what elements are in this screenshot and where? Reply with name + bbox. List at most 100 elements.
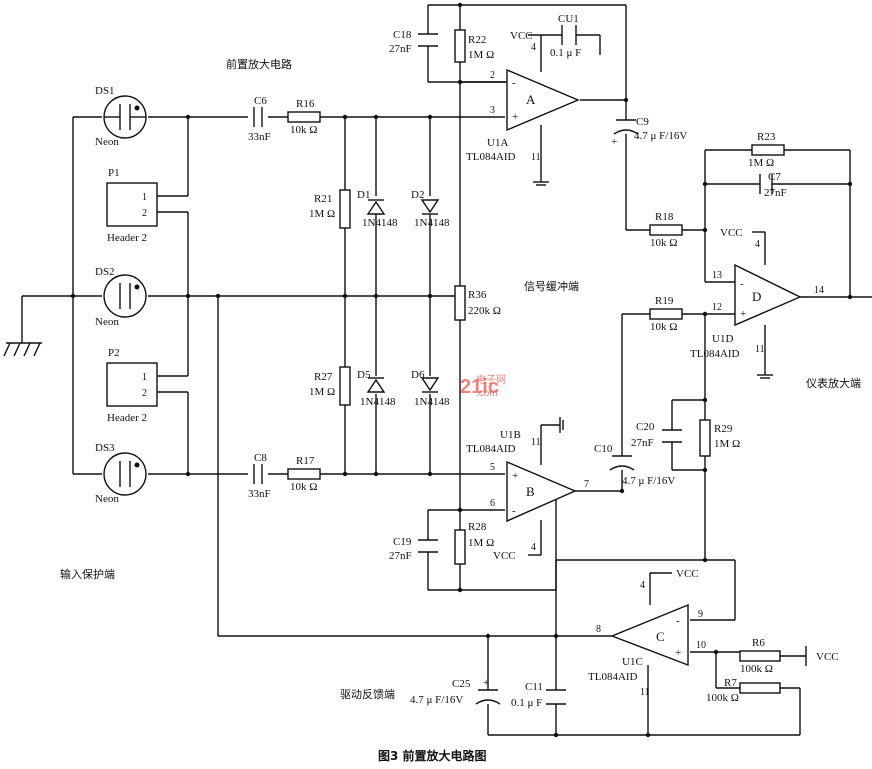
capacitor-c18-ref: C18 (393, 29, 412, 41)
resistor-r29-value: 1M Ω (714, 438, 740, 450)
resistor-r19: R19 10k Ω (649, 295, 683, 333)
capacitor-c9-ref: C9 (636, 116, 649, 128)
capacitor-c8-ref: C8 (254, 452, 267, 464)
neon-ds1-value: Neon (95, 136, 119, 148)
diode-d2-ref: D2 (411, 189, 424, 201)
neon-ds1: DS1 Neon (95, 85, 147, 148)
resistor-r21: R21 1M Ω (309, 189, 351, 229)
ground-icon (559, 417, 564, 433)
capacitor-cu1: CU1 0.1 μ F (550, 13, 581, 59)
capacitor-c20-ref: C20 (636, 421, 655, 433)
diode-d5-value: 1N4148 (360, 396, 396, 408)
diode-d1: D1 1N4148 (357, 189, 398, 229)
header-p2: P2 1 2 Header 2 (106, 347, 158, 424)
resistor-r7: R7 100k Ω (706, 677, 781, 704)
capacitor-c19-ref: C19 (393, 536, 412, 548)
opamp-u1b-part: TL084AID (466, 443, 516, 455)
capacitor-c18-value: 27nF (389, 43, 412, 55)
opamp-u1a-pin-inv: 2 (490, 70, 495, 81)
neon-ds2-ref: DS2 (95, 266, 115, 278)
resistor-r7-ref: R7 (724, 677, 737, 689)
opamp-u1d: D - + 13 12 14 4 11 U1D TL084AID VCC (690, 227, 824, 379)
resistor-r27-value: 1M Ω (309, 386, 335, 398)
section-input-protect: 输入保护端 (60, 567, 115, 581)
capacitor-c20: C20 27nF (631, 421, 682, 449)
capacitor-c10: C10 4.7 μ F/16V (594, 443, 675, 487)
capacitor-c9: + C9 4.7 μ F/16V (611, 116, 687, 148)
capacitor-c25-ref: C25 (452, 678, 471, 690)
opamp-u1c-pin-inv: 9 (698, 609, 703, 620)
neon-ds1-ref: DS1 (95, 85, 115, 97)
resistor-r17-ref: R17 (296, 455, 315, 467)
resistor-r19-ref: R19 (655, 295, 674, 307)
resistor-r28-value: 1M Ω (468, 537, 494, 549)
resistor-r16-ref: R16 (296, 98, 315, 110)
section-inst-amp: 仪表放大端 (806, 376, 861, 390)
capacitor-c7-ref: C7 (768, 171, 781, 183)
diode-d6: D6 1N4148 (411, 369, 450, 408)
opamp-u1d-ref: U1D (712, 333, 733, 345)
capacitor-c9-value: 4.7 μ F/16V (634, 130, 687, 142)
resistor-r36: R36 220k Ω (454, 285, 501, 321)
diode-d2: D2 1N4148 (411, 189, 450, 229)
opamp-u1c-pin-out: 8 (596, 624, 601, 635)
opamp-u1d-pin-vcc: 4 (755, 239, 760, 250)
capacitor-c6: C6 33nF (248, 95, 271, 143)
capacitor-c19-value: 27nF (389, 550, 412, 562)
vcc-r6-label: VCC (816, 651, 839, 663)
resistor-r29-ref: R29 (714, 423, 733, 435)
junctions (70, 2, 853, 738)
capacitor-c11: C11 0.1 μ F (511, 681, 566, 709)
opamp-u1d-sign-noninv: + (740, 308, 746, 320)
resistor-r36-ref: R36 (468, 289, 487, 301)
opamp-u1b-pin-noninv: 5 (490, 462, 495, 473)
resistor-r22-ref: R22 (468, 34, 486, 46)
capacitor-c18: C18 27nF (389, 29, 438, 55)
diode-d6-ref: D6 (411, 369, 425, 381)
opamp-u1a: A - + 2 3 4 11 U1A TL084AID VCC (460, 30, 580, 186)
capacitor-cu1-value: 0.1 μ F (550, 47, 581, 59)
opamp-u1d-vcc: VCC (720, 227, 743, 239)
header-p2-pin1: 1 (142, 372, 147, 383)
capacitor-c8-value: 33nF (248, 488, 271, 500)
resistor-r29: R29 1M Ω (699, 419, 740, 457)
header-p1-ref: P1 (108, 167, 120, 179)
capacitor-c8: C8 33nF (248, 452, 271, 500)
header-p1-value: Header 2 (107, 232, 147, 244)
opamp-u1a-ref: U1A (487, 137, 508, 149)
capacitor-c10-ref: C10 (594, 443, 613, 455)
capacitor-c11-ref: C11 (525, 681, 543, 693)
opamp-u1b-sign-inv: - (512, 505, 516, 517)
neon-ds3-ref: DS3 (95, 442, 115, 454)
header-p1: P1 1 2 Header 2 (106, 167, 158, 244)
opamp-u1a-part: TL084AID (466, 151, 516, 163)
resistor-r23-value: 1M Ω (748, 157, 774, 169)
svg-text:电子网: 电子网 (476, 373, 506, 386)
neon-ds3: DS3 Neon (95, 442, 147, 505)
capacitor-c25-plus: + (483, 677, 489, 689)
opamp-u1b-pin-inv: 6 (490, 498, 495, 509)
capacitor-c6-value: 33nF (248, 131, 271, 143)
section-signal-buffer: 信号缓冲端 (524, 279, 579, 293)
opamp-u1c-pin-gnd: 11 (640, 687, 650, 698)
capacitor-c7-value: 27nF (764, 187, 787, 199)
resistor-r17: R17 10k Ω (287, 455, 321, 493)
opamp-u1d-letter: D (752, 289, 761, 304)
opamp-u1b-ref: U1B (500, 429, 521, 441)
opamp-u1d-pin-inv: 13 (712, 270, 722, 281)
opamp-u1c-sign-inv: - (676, 615, 680, 627)
resistor-r18: R18 10k Ω (649, 211, 683, 249)
watermark-logo: 21ic 电子网 .com (460, 373, 506, 399)
ground-symbol-left (3, 296, 42, 357)
opamp-u1c-ref: U1C (622, 656, 643, 668)
ground-icon (533, 181, 549, 186)
opamp-u1a-letter: A (526, 92, 536, 107)
capacitor-c11-value: 0.1 μ F (511, 697, 542, 709)
resistor-r16-value: 10k Ω (290, 124, 317, 136)
resistor-r18-value: 10k Ω (650, 237, 677, 249)
resistor-r22: R22 1M Ω (454, 29, 494, 63)
resistor-r28-ref: R28 (468, 521, 487, 533)
section-drive-feedback: 驱动反馈端 (340, 688, 395, 701)
opamp-u1a-pin-vcc: 4 (531, 42, 536, 53)
opamp-u1a-pin-gnd: 11 (531, 152, 541, 163)
